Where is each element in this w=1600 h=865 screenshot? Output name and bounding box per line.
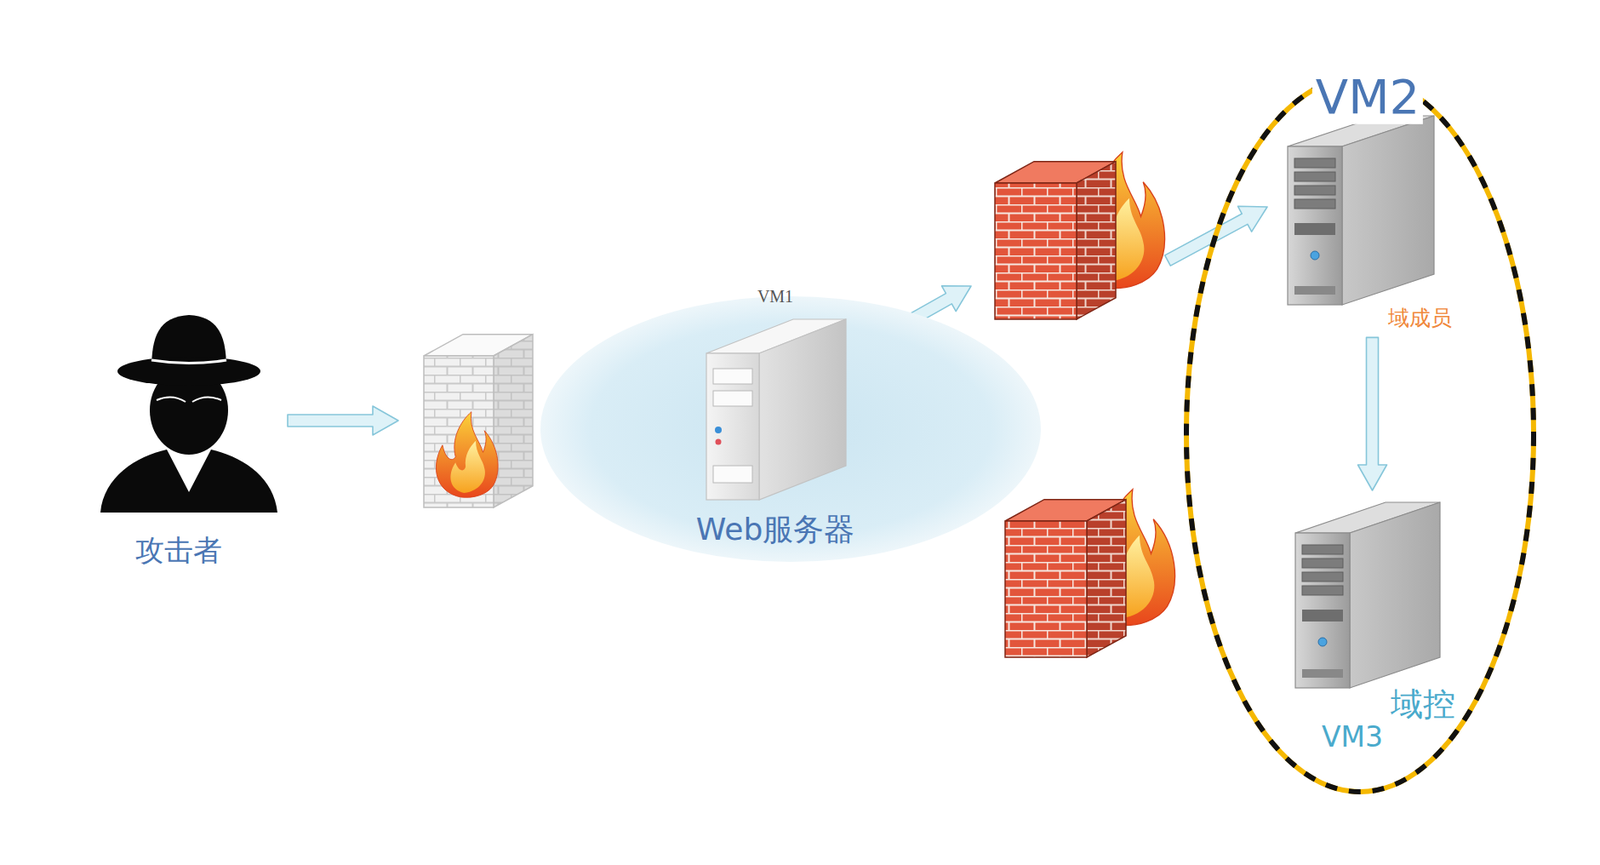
attacker-icon xyxy=(100,314,278,513)
firewall-wall xyxy=(423,334,533,508)
domain-boundary xyxy=(1186,76,1534,792)
role-label: 域成员 xyxy=(1388,306,1452,332)
server-tower xyxy=(1287,115,1435,305)
role-label: 域控 xyxy=(1390,685,1456,724)
vm1-zone xyxy=(540,296,1041,562)
flow-arrow xyxy=(1358,337,1388,491)
domain-member-node: VM2 域成员 xyxy=(1276,66,1469,335)
web-server-node: VM1Web服务器 xyxy=(544,280,1037,562)
vm-label: VM3 xyxy=(1321,720,1383,754)
flow-arrow xyxy=(287,405,399,435)
domain-controller-node: 域控VM3 xyxy=(1280,493,1464,757)
firewall-wall xyxy=(1005,499,1126,658)
flame xyxy=(435,411,498,498)
vm-label: VM2 xyxy=(1312,69,1423,125)
server-tower xyxy=(1295,502,1440,688)
firewall-wall xyxy=(994,161,1116,320)
node-label: 攻击者 xyxy=(135,533,223,567)
server-tower xyxy=(706,319,846,500)
attacker-node: 攻击者 xyxy=(93,306,290,579)
vm-label: VM1 xyxy=(757,286,794,307)
node-label: Web服务器 xyxy=(696,511,856,547)
